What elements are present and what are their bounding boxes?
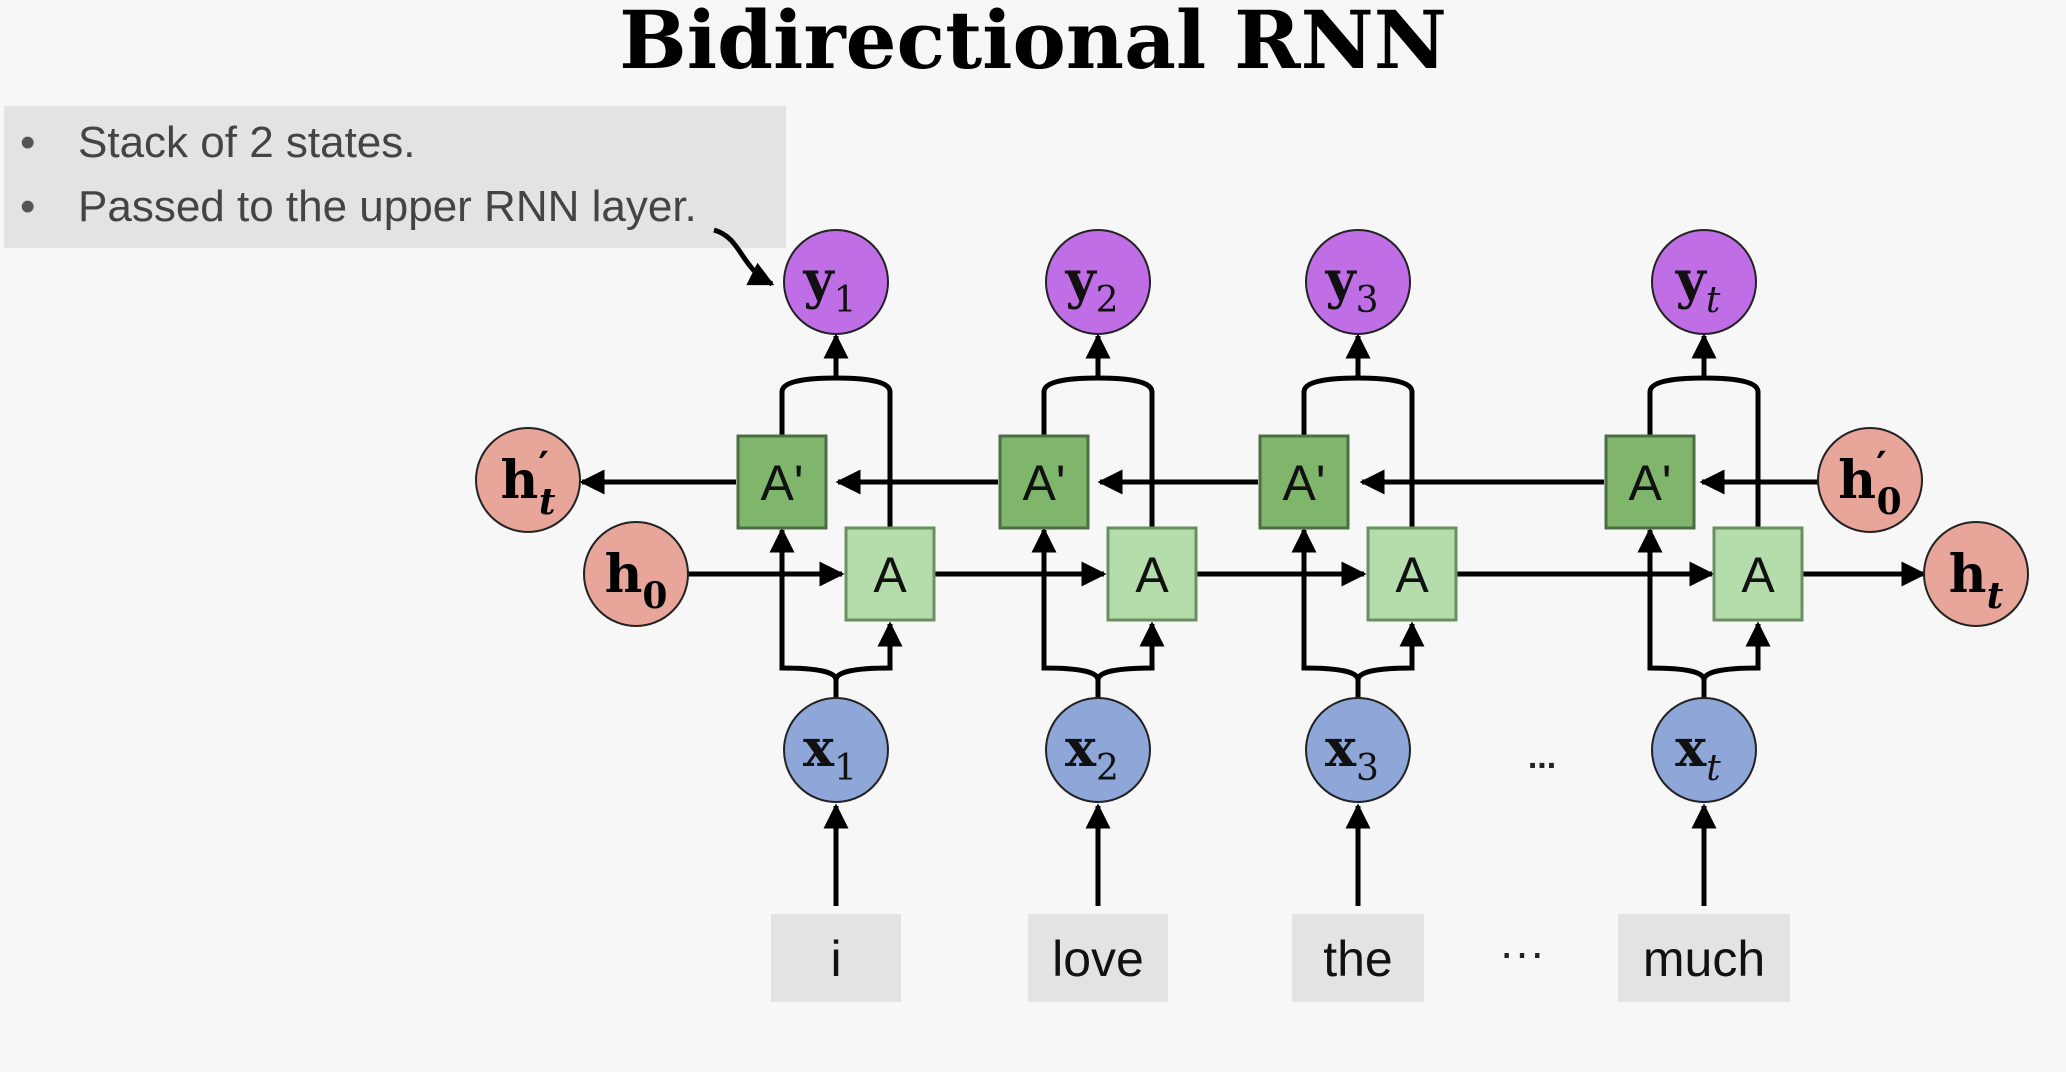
backward-cell: A' xyxy=(1258,434,1350,530)
output-node: y1 xyxy=(783,229,889,335)
backward-to-output-line xyxy=(1647,375,1705,436)
output-circle xyxy=(1651,229,1757,335)
word-box-background xyxy=(1292,914,1424,1002)
forward-to-output-arrow xyxy=(823,333,893,528)
word-box-background xyxy=(1618,914,1790,1002)
notes-box: • Stack of 2 states. • Passed to the upper… xyxy=(4,106,786,248)
input-node: x1 xyxy=(783,697,889,803)
column-1: A'Ay1 x1 i xyxy=(736,229,936,1002)
word-box: love xyxy=(1028,914,1168,1002)
input-ellipsis: ... xyxy=(1528,738,1556,776)
word-ellipsis: ··· xyxy=(1499,926,1545,978)
output-node: y2 xyxy=(1045,229,1151,335)
input-to-backward-arrow xyxy=(769,527,839,698)
output-circle xyxy=(1045,229,1151,335)
input-circle xyxy=(1305,697,1411,803)
callout-arrow xyxy=(713,227,775,287)
backward-cell-box xyxy=(1604,434,1696,530)
input-to-forward-arrow xyxy=(1355,621,1425,681)
slide-title: Bidirectional RNN xyxy=(619,0,1447,87)
column-3: A'Ay3 x3 the xyxy=(1258,229,1458,1002)
output-node: yt xyxy=(1651,229,1757,335)
input-circle xyxy=(783,697,889,803)
note-item-2: • Passed to the upper RNN layer. xyxy=(20,182,697,232)
bullet-icon: • xyxy=(20,118,36,167)
input-to-backward-arrow xyxy=(1291,527,1361,698)
bullet-icon: • xyxy=(20,182,36,231)
state-circle xyxy=(1817,427,1923,533)
backward-cell-box xyxy=(736,434,828,530)
state-circle xyxy=(475,427,581,533)
forward-cell-box xyxy=(844,526,936,622)
forward-cell-box xyxy=(1712,526,1804,622)
input-to-forward-arrow xyxy=(1095,621,1165,681)
backward-to-output-line xyxy=(1301,375,1359,436)
backward-cell: A' xyxy=(1604,434,1696,530)
input-node: xt xyxy=(1651,697,1757,803)
state-node-forward-start: h0 xyxy=(583,521,689,627)
input-to-forward-arrow xyxy=(1701,621,1771,681)
input-circle xyxy=(1045,697,1151,803)
word-box: the xyxy=(1292,914,1424,1002)
column-4: A'Ayt xt much xyxy=(1604,229,1804,1002)
backward-cell-box xyxy=(998,434,1090,530)
note-text-2: Passed to the upper RNN layer. xyxy=(78,182,697,231)
state-node-backward-end: h′t xyxy=(475,427,581,533)
note-text-1: Stack of 2 states. xyxy=(78,118,416,167)
input-node: x3 xyxy=(1305,697,1411,803)
forward-cell: A xyxy=(1712,526,1804,622)
forward-cell: A xyxy=(1106,526,1198,622)
word-box-background xyxy=(1028,914,1168,1002)
forward-to-output-arrow xyxy=(1345,333,1415,528)
state-node-forward-end: ht xyxy=(1923,521,2029,627)
word-box: i xyxy=(771,914,901,1002)
forward-cell-box xyxy=(1366,526,1458,622)
forward-to-output-arrow xyxy=(1085,333,1155,528)
backward-cell: A' xyxy=(998,434,1090,530)
forward-cell: A xyxy=(1366,526,1458,622)
input-to-backward-arrow xyxy=(1637,527,1707,698)
word-box: much xyxy=(1618,914,1790,1002)
input-node: x2 xyxy=(1045,697,1151,803)
output-circle xyxy=(1305,229,1411,335)
state-circle xyxy=(583,521,689,627)
input-to-forward-arrow xyxy=(833,621,903,681)
input-to-backward-arrow xyxy=(1031,527,1101,698)
forward-cell-box xyxy=(1106,526,1198,622)
state-node-backward-start: h′0 xyxy=(1817,427,1923,533)
backward-to-output-line xyxy=(1041,375,1099,436)
column-2: A'Ay2 x2 love xyxy=(998,229,1198,1002)
backward-cell: A' xyxy=(736,434,828,530)
state-circle xyxy=(1923,521,2029,627)
word-box-background xyxy=(771,914,901,1002)
forward-to-output-arrow xyxy=(1691,333,1761,528)
forward-cell: A xyxy=(844,526,936,622)
output-circle xyxy=(783,229,889,335)
output-node: y3 xyxy=(1305,229,1411,335)
backward-cell-box xyxy=(1258,434,1350,530)
note-item-1: • Stack of 2 states. xyxy=(20,118,416,168)
backward-to-output-line xyxy=(779,375,837,436)
input-circle xyxy=(1651,697,1757,803)
